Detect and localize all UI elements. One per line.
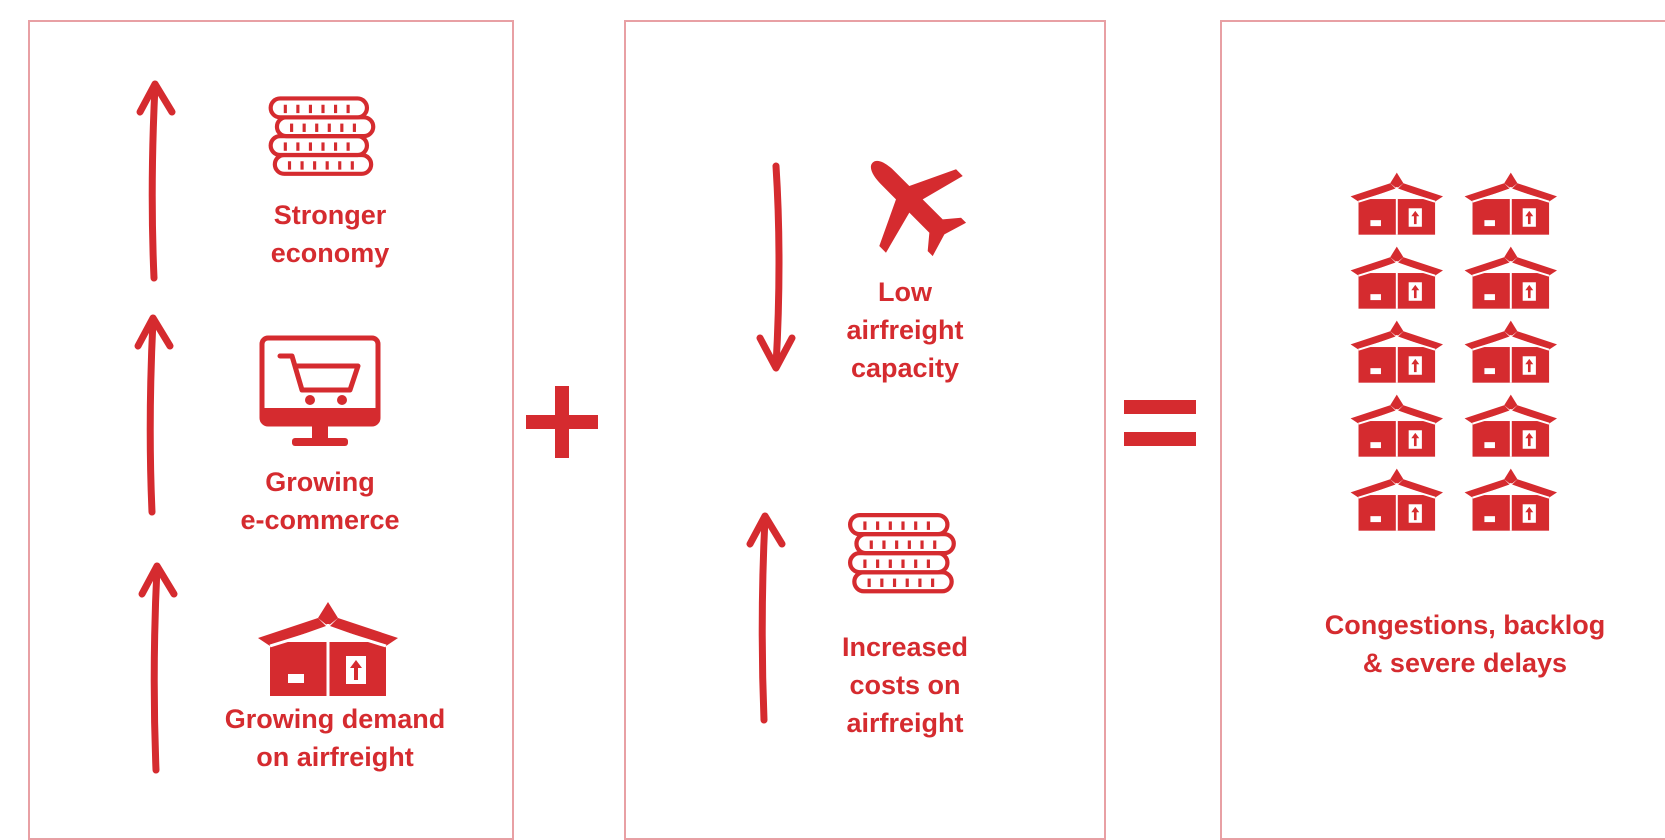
up-arrow-icon [134, 314, 174, 516]
panel-result [1220, 20, 1665, 840]
airplane-icon [870, 160, 967, 257]
up-arrow-icon [136, 80, 176, 282]
label-stronger-economy: Stronger economy [270, 200, 390, 268]
label-growing-demand: Growing demand on airfreight [224, 704, 446, 772]
coins-stack-icon [268, 88, 378, 178]
down-arrow-icon [756, 162, 796, 372]
plus-icon [526, 386, 598, 458]
box-grid-icon [1349, 171, 1558, 532]
panel-constraints [624, 20, 1106, 840]
up-arrow-icon [138, 562, 178, 774]
label-growing-ecommerce: Growing e-commerce [240, 467, 400, 535]
label-congestions: Congestions, backlog & severe delays [1324, 610, 1606, 678]
open-box-icon [256, 600, 400, 698]
up-arrow-icon [746, 512, 786, 724]
panel-causes [28, 20, 514, 840]
label-increased-costs: Increased costs on airfreight [841, 632, 969, 738]
shopping-cart-monitor-icon [259, 335, 381, 446]
label-low-capacity: Low airfreight capacity [846, 277, 964, 383]
equals-icon [1124, 400, 1196, 446]
coins-stack-icon [848, 504, 958, 596]
